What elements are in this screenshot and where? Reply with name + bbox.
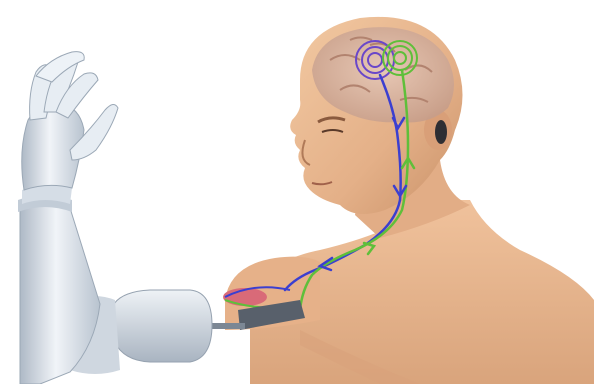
prosthetic-arm-icon: [18, 52, 212, 384]
